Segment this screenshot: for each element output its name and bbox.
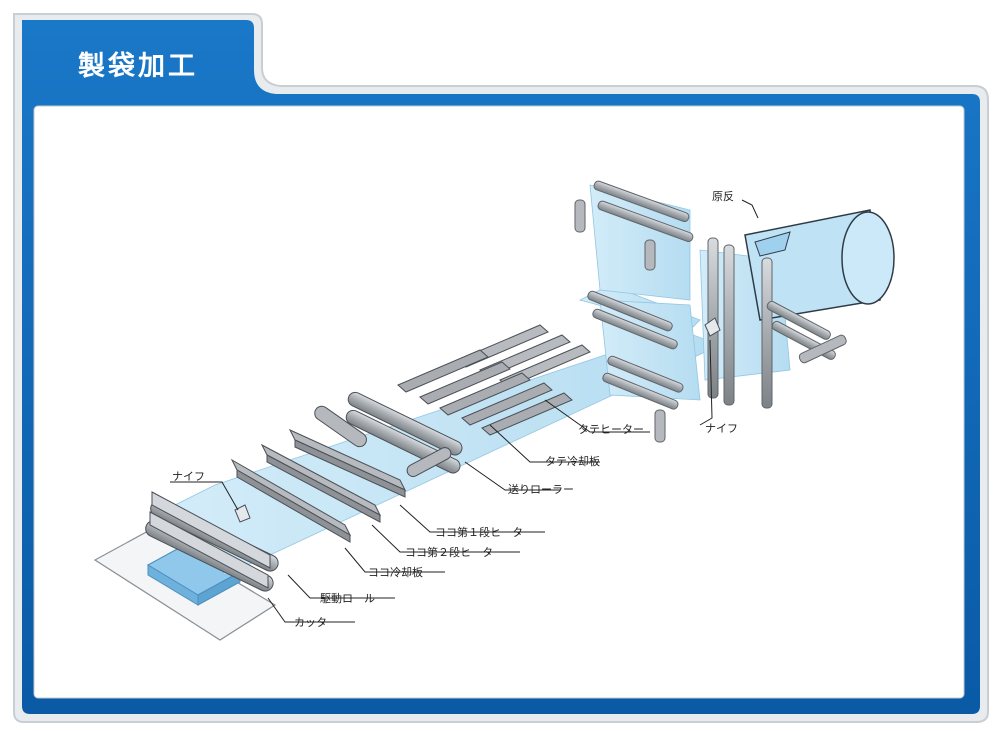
output-tray	[93, 529, 277, 641]
horizontal-heaters	[230, 428, 407, 543]
label-raw-roll: 原反	[712, 190, 734, 203]
vertical-heater-bars	[397, 324, 591, 436]
label-drive-roll: 駆動ロール	[320, 591, 375, 605]
label-knife-right: ナイフ	[705, 422, 738, 435]
label-knife-left: ナイフ	[172, 470, 205, 483]
knife-right-blade	[704, 317, 721, 337]
label-cutter: カッター	[294, 616, 338, 629]
label-vertical-heater: タテヒーター	[578, 423, 644, 436]
feed-rollers	[314, 391, 463, 477]
leader-lines	[170, 199, 759, 623]
label-vertical-cooling: タテ冷却板	[545, 454, 600, 468]
raw-film-roll	[744, 209, 895, 321]
guide-rollers-top	[574, 180, 694, 443]
cutter-blades	[149, 491, 271, 589]
label-horizontal-heater-1: ヨコ第１段ヒーター	[435, 525, 534, 539]
label-horizontal-cooling: ヨコ冷却板	[368, 565, 423, 579]
page-title: 製袋加工	[78, 51, 198, 82]
label-horizontal-heater-2: ヨコ第２段ヒーター	[405, 545, 504, 559]
knife-left-blade	[234, 504, 251, 523]
label-feed-roller: 送りローラー	[508, 482, 574, 496]
